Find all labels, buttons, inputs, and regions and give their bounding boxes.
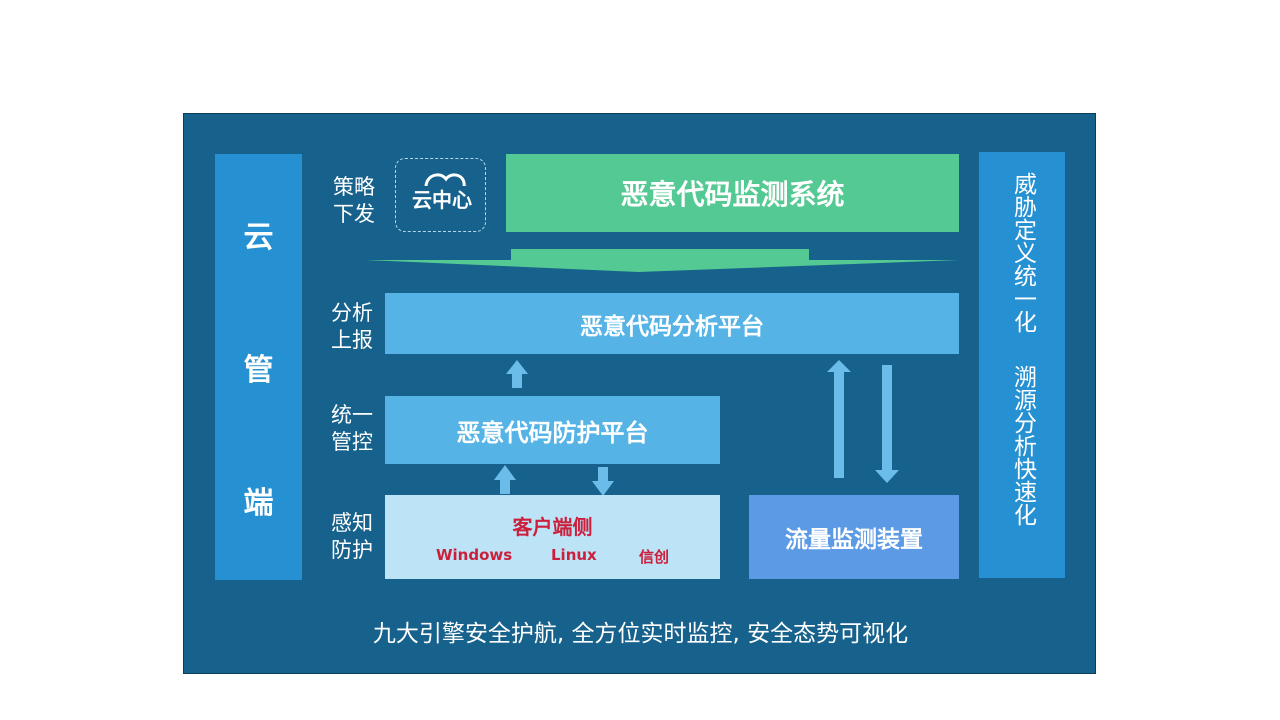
monitor-system-label: 恶意代码监测系统: [620, 178, 845, 211]
up-arrow-protect-to-analysis: [506, 360, 528, 388]
benefit-threat-definition: 威胁定义统一化: [1009, 172, 1036, 333]
cloud-center-label: 云中心: [412, 188, 472, 212]
protection-platform-box: 恶意代码防护平台: [385, 396, 720, 464]
protection-platform-label: 恶意代码防护平台: [456, 418, 649, 447]
up-arrow-traffic-to-analysis: [827, 360, 851, 478]
column-char-cloud: 云: [243, 220, 274, 256]
footer-slogan: 九大引擎安全护航, 全方位实时监控, 安全态势可视化: [372, 621, 909, 647]
analysis-platform-label: 恶意代码分析平台: [580, 313, 764, 340]
cloud-pipe-end-column: 云 管 端: [215, 154, 302, 580]
column-char-pipe: 管: [243, 352, 274, 388]
client-side-box: 客户端侧 Windows Linux 信创: [385, 495, 720, 579]
analysis-platform-box: 恶意代码分析平台: [385, 293, 959, 354]
benefit-traceability: 溯源分析快速化: [1009, 365, 1036, 526]
up-arrow-client-to-protect: [494, 465, 516, 494]
traffic-monitor-box: 流量监测装置: [749, 495, 959, 579]
column-char-end: 端: [243, 485, 274, 521]
monitor-system-box: 恶意代码监测系统: [506, 154, 959, 232]
traffic-monitor-label: 流量监测装置: [785, 527, 923, 553]
benefits-column: 威胁定义统一化 溯源分析快速化: [979, 152, 1065, 578]
stage-label-analysis: 分析 上报: [331, 301, 373, 352]
client-item-windows: Windows: [436, 546, 513, 564]
client-item-xinchuang: 信创: [639, 548, 670, 566]
cloud-icon: 云中心: [406, 173, 478, 212]
flow-arrows: [366, 249, 959, 496]
cloud-center-box: 云中心: [395, 158, 486, 232]
down-arrow-protect-to-client: [592, 467, 614, 496]
stage-label-perception: 感知 防护: [331, 511, 373, 562]
stage-label-policy: 策略 下发: [333, 175, 375, 226]
green-down-arrow: [366, 249, 959, 272]
down-arrow-analysis-to-traffic: [875, 365, 899, 483]
architecture-panel: 云 管 端 威胁定义统一化 溯源分析快速化 策略 下发 分析 上报 统一 管控 …: [183, 113, 1096, 674]
client-item-linux: Linux: [551, 546, 597, 564]
client-side-title: 客户端侧: [512, 515, 593, 539]
stage-label-management: 统一 管控: [331, 403, 373, 454]
